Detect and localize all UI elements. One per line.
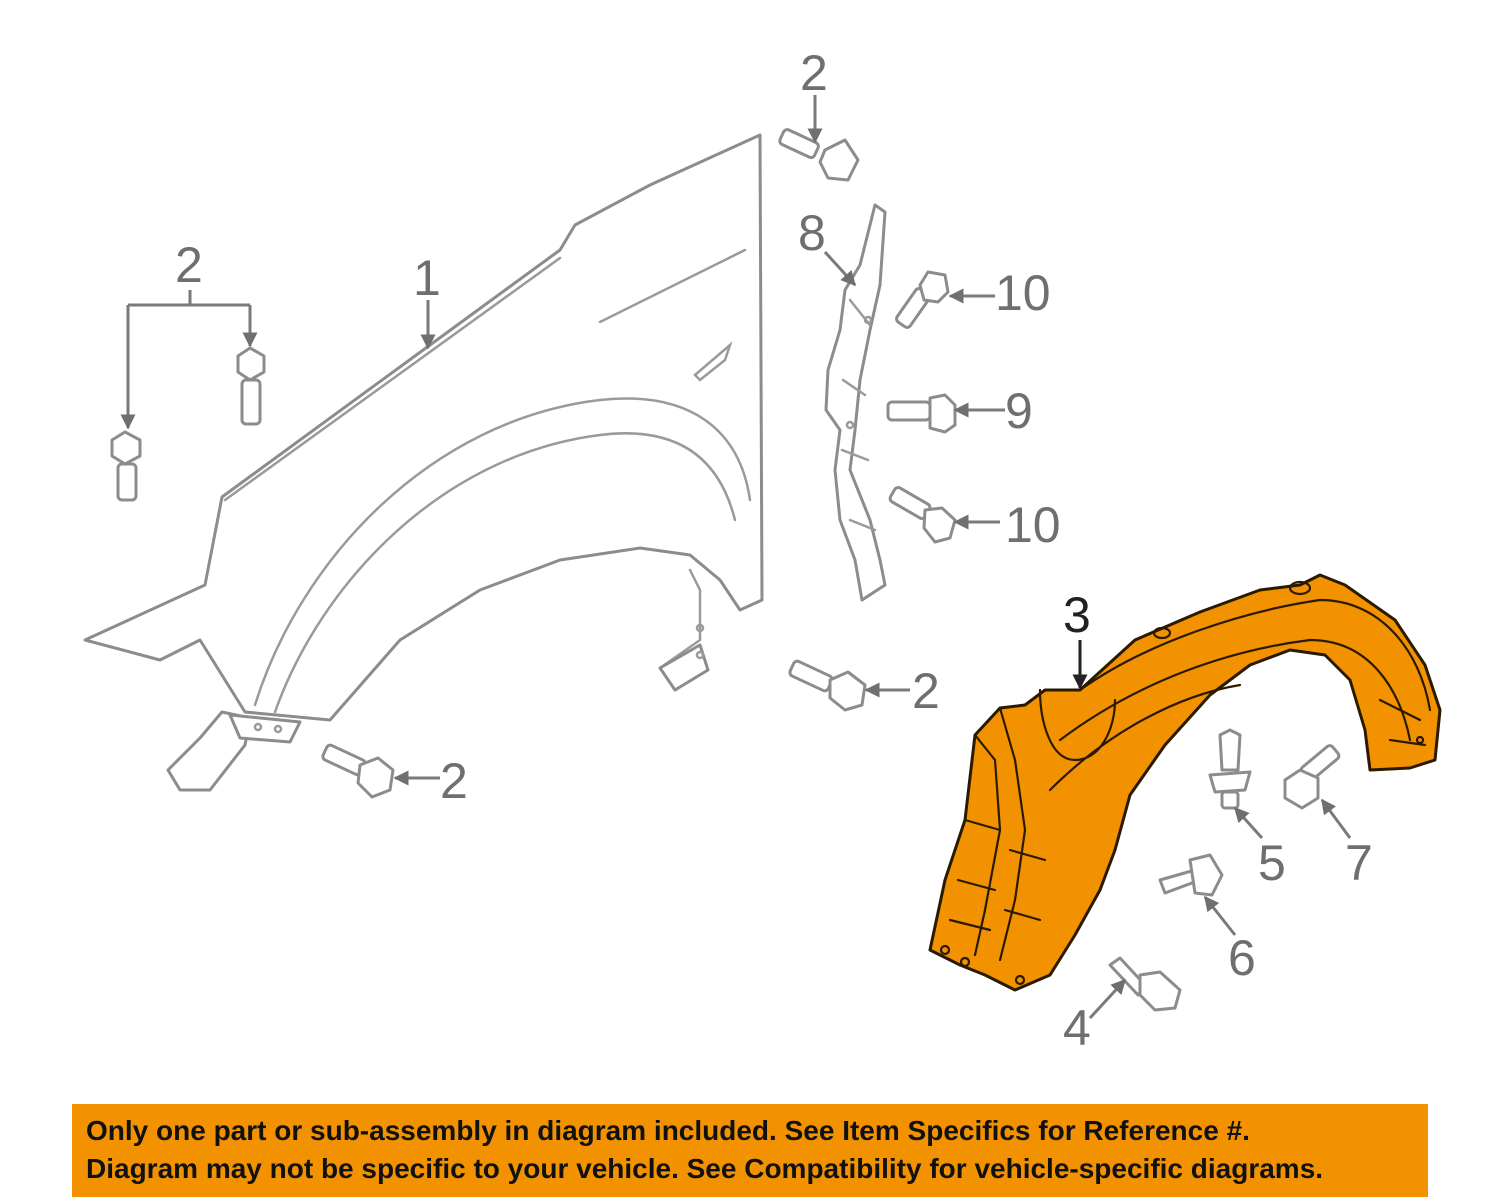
clip-7 — [1283, 744, 1341, 810]
callout-2-left: 2 — [175, 237, 203, 293]
fender-liner-part — [928, 573, 1442, 992]
callout-6: 6 — [1228, 930, 1256, 986]
bolt-top — [778, 128, 860, 182]
parts-diagram: 2 1 2 8 10 9 10 2 2 3 5 7 6 4 — [83, 45, 1442, 1056]
callout-2-right: 2 — [912, 663, 940, 719]
clip-4 — [1108, 956, 1182, 1012]
bolt-left-b — [110, 430, 142, 502]
callout-1: 1 — [413, 250, 441, 306]
disclaimer-line-2: Diagram may not be specific to your vehi… — [86, 1153, 1324, 1184]
bolt-10-lower — [888, 486, 957, 544]
bolt-2-right — [788, 659, 867, 712]
callout-10-lower: 10 — [1005, 497, 1061, 553]
callout-5: 5 — [1258, 835, 1286, 891]
callout-2-bottom: 2 — [440, 753, 468, 809]
callout-4: 4 — [1063, 1000, 1091, 1056]
clip-5 — [1208, 728, 1252, 810]
fender-bracket-part — [824, 203, 887, 602]
callout-2-top: 2 — [800, 45, 828, 101]
callout-7: 7 — [1345, 835, 1373, 891]
clip-6 — [1158, 853, 1224, 897]
callout-10-upper: 10 — [995, 265, 1051, 321]
bolt-left-a — [236, 346, 266, 426]
bolt-10-upper — [895, 270, 950, 329]
callout-3: 3 — [1063, 587, 1091, 643]
disclaimer-line-1: Only one part or sub-assembly in diagram… — [86, 1115, 1250, 1146]
disclaimer-banner: Only one part or sub-assembly in diagram… — [72, 1104, 1428, 1197]
bolt-2-bottom — [321, 743, 395, 799]
callout-8: 8 — [798, 205, 826, 261]
callout-leaders — [120, 95, 1352, 1020]
bolt-9 — [886, 393, 957, 434]
fender-part — [83, 133, 764, 792]
callout-9: 9 — [1005, 383, 1033, 439]
